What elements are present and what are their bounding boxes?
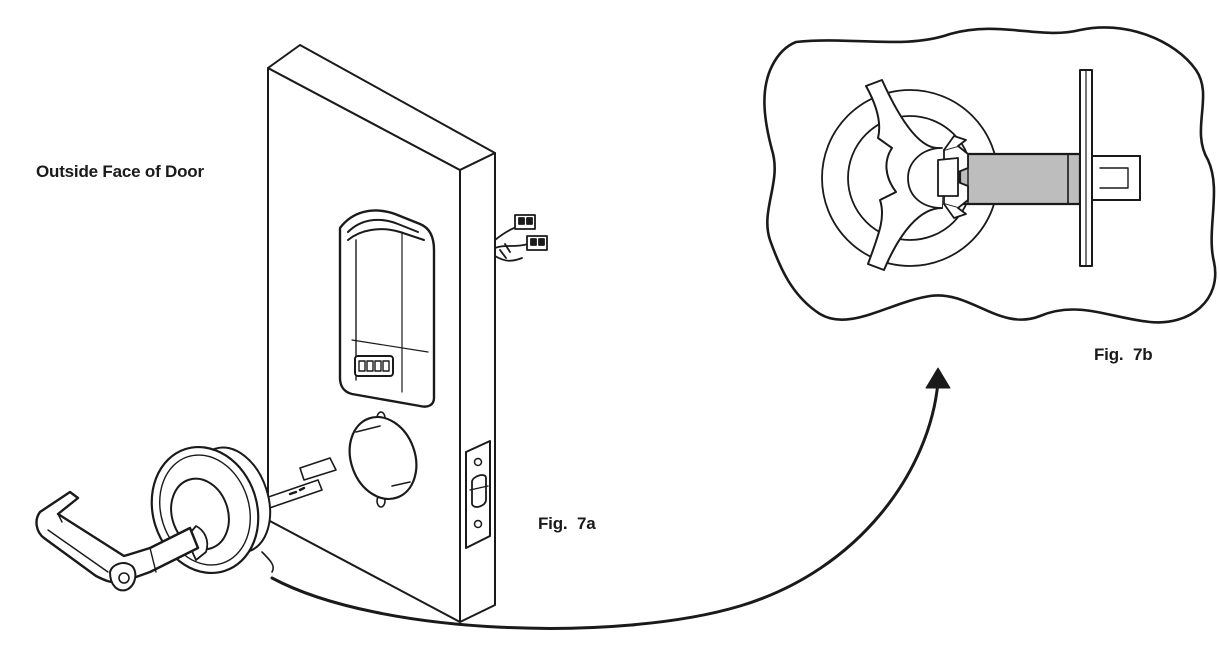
reader-housing	[338, 209, 436, 408]
outside-face-label: Outside Face of Door	[36, 162, 204, 181]
fig-7a-label: Fig. 7a	[538, 514, 596, 533]
bore-hole	[348, 415, 418, 501]
fig-7b-label: Fig. 7b	[1094, 345, 1153, 364]
lever-assembly	[35, 445, 337, 592]
detail-callout	[763, 26, 1217, 324]
wire-connectors	[494, 214, 548, 262]
connector-arrow	[270, 367, 951, 630]
latch-faceplate	[465, 440, 491, 549]
